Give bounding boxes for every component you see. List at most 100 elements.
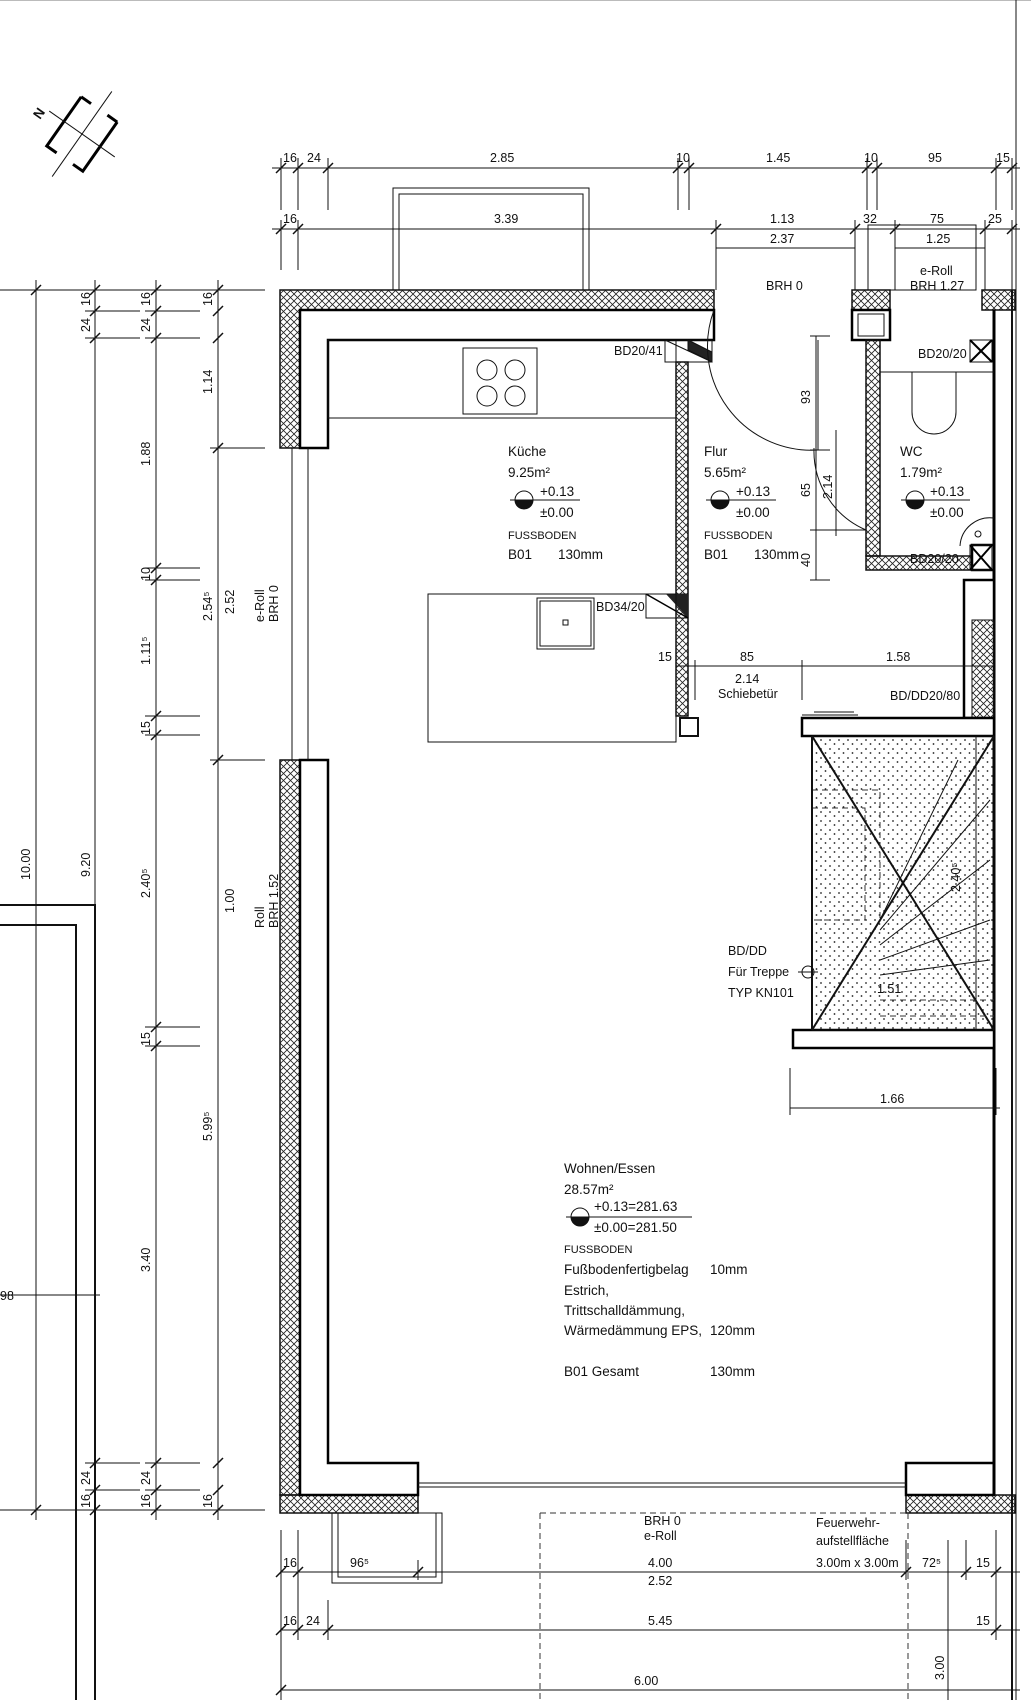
room-kitchen-floor-type: B01 [508,547,532,562]
dim-l3-252: 2.52 [223,590,237,614]
room-living-layer-1-value: 10mm [710,1262,748,1277]
label-bd-kitchen: BD20/41 [614,344,663,358]
dim-l3-24: 24 [139,318,153,332]
hall-dim-158: 1.58 [886,650,910,664]
dim-l2-24b: 24 [79,1471,93,1485]
label-bd-wc-top: BD20/20 [918,347,967,361]
room-living-layer-4-value: 120mm [710,1323,755,1338]
dim-l2-340: 3.40 [139,1248,153,1272]
dim-l3-100: 1.00 [223,889,237,913]
room-kitchen-name: Küche [508,444,546,459]
north-arrow-icon [44,91,119,177]
stair-dim-151: 1.51 [877,982,901,996]
room-hall-area: 5.65m² [704,465,747,480]
hall-sliding-door: Schiebetür [718,687,778,701]
label-bd-dd: BD/DD20/80 [890,689,960,703]
dim-l2-188: 1.88 [139,442,153,466]
bottom-dim-400: 4.00 [648,1556,672,1570]
window-left-lower-roll: Roll [253,906,267,928]
fire-area-2: aufstellfläche [816,1534,889,1548]
north-label: N [30,105,48,122]
fire-area-1: Feuerwehr- [816,1516,880,1530]
room-living-layer-1: Fußbodenfertigbelag [564,1262,689,1277]
bottom-dim2-545: 5.45 [648,1614,672,1628]
bottom-eroll: e-Roll [644,1529,677,1543]
dim-l4-16a: 16 [201,292,215,306]
dim-top2-237: 2.37 [770,232,794,246]
bottom-dim2-16: 16 [283,1614,297,1628]
room-hall-floor-mm: 130mm [754,547,799,562]
label-top-brh127: BRH 1.27 [910,279,964,293]
room-living-name: Wohnen/Essen [564,1161,655,1176]
dim-top-24: 24 [307,151,321,165]
room-wc-name: WC [900,444,923,459]
bottom-dim3-300: 3.00 [933,1656,947,1680]
stair-dim-2405: 2.40⁵ [949,862,963,892]
room-living-total-label: B01 Gesamt [564,1364,639,1379]
hall-dim-85: 85 [740,650,754,664]
room-kitchen-level-top: +0.13 [540,484,574,499]
dim-l3-16: 16 [139,292,153,306]
room-wc-area: 1.79m² [900,465,943,480]
dim-top-10b: 10 [864,151,878,165]
bottom-dim-725: 72⁵ [922,1556,941,1570]
room-hall-floor: FUSSBODEN [704,530,773,542]
bottom-dim2-24: 24 [306,1614,320,1628]
dim-top2-16: 16 [283,212,297,226]
left-dimensions: 10.00 9.20 98 16 24 1.88 10 1.11⁵ 15 2.4… [0,280,281,1520]
bottom-dim2-15: 15 [976,1614,990,1628]
room-hall-level-top: +0.13 [736,484,770,499]
bottom-dim-16: 16 [283,1556,297,1570]
dim-l2-1115: 1.11⁵ [139,636,153,665]
room-hall: Flur 5.65m² +0.13 ±0.00 FUSSBODEN B01 13… [704,444,799,562]
dim-l2-2405: 2.40⁵ [139,868,153,898]
dim-top2-113: 1.13 [770,212,794,226]
dim-top-285: 2.85 [490,151,514,165]
dim-l2-16: 16 [79,292,93,306]
room-living-layer-4: Wärmedämmung EPS, [564,1323,702,1338]
dim-l3-114: 1.14 [201,370,215,394]
room-kitchen-area: 9.25m² [508,465,551,480]
label-bd-island: BD34/20 [596,600,645,614]
dim-l3-24b: 24 [139,1471,153,1485]
room-hall-name: Flur [704,444,728,459]
label-bd-wc-bot: BD20/20 [910,552,959,566]
hall-dim-214a: 2.14 [821,475,835,499]
dim-l3-2545: 2.54⁵ [201,591,215,621]
room-living-level-bot: ±0.00=281.50 [594,1220,677,1235]
bottom-dim-252: 2.52 [648,1574,672,1588]
room-kitchen-floor-mm: 130mm [558,547,603,562]
room-living-area: 28.57m² [564,1182,614,1197]
label-top-brh0: BRH 0 [766,279,803,293]
stair-dim-166: 1.66 [880,1092,904,1106]
dim-l4-16b: 16 [201,1494,215,1508]
bottom-dim-15: 15 [976,1556,990,1570]
room-kitchen-level-bot: ±0.00 [540,505,574,520]
bottom-brh0: BRH 0 [644,1514,681,1528]
dim-top2-25: 25 [988,212,1002,226]
bottom-dim-965: 96⁵ [350,1556,369,1570]
dim-top-145: 1.45 [766,151,790,165]
label-top-eroll: e-Roll [920,264,953,278]
dim-l3-16b: 16 [139,1494,153,1508]
bottom-dim3-600: 6.00 [634,1674,658,1688]
room-living-level-top: +0.13=281.63 [594,1199,677,1214]
dim-top-95: 95 [928,151,942,165]
window-left-upper-eroll: e-Roll [253,589,267,622]
room-wc-level-top: +0.13 [930,484,964,499]
dim-l2-10: 10 [139,567,153,581]
stair-note-2: Für Treppe [728,965,789,979]
room-living: Wohnen/Essen 28.57m² +0.13=281.63 ±0.00=… [564,1161,755,1379]
openings [645,339,993,737]
dim-top2-75: 75 [930,212,944,226]
dim-top-16a: 16 [283,151,297,165]
window-left-lower-brh152: BRH 1.52 [267,874,281,928]
dim-top2-125: 1.25 [926,232,950,246]
room-wc: WC 1.79m² +0.13 ±0.00 [900,444,970,520]
room-kitchen: Küche 9.25m² +0.13 ±0.00 FUSSBODEN B01 1… [508,444,603,562]
hall-dim-40: 40 [799,553,813,567]
hall-dimensions: 93 65 2.14 40 15 85 1.58 2.14 Schiebetür [658,335,994,716]
dim-top-15: 15 [996,151,1010,165]
level-marker-icon [901,490,970,510]
